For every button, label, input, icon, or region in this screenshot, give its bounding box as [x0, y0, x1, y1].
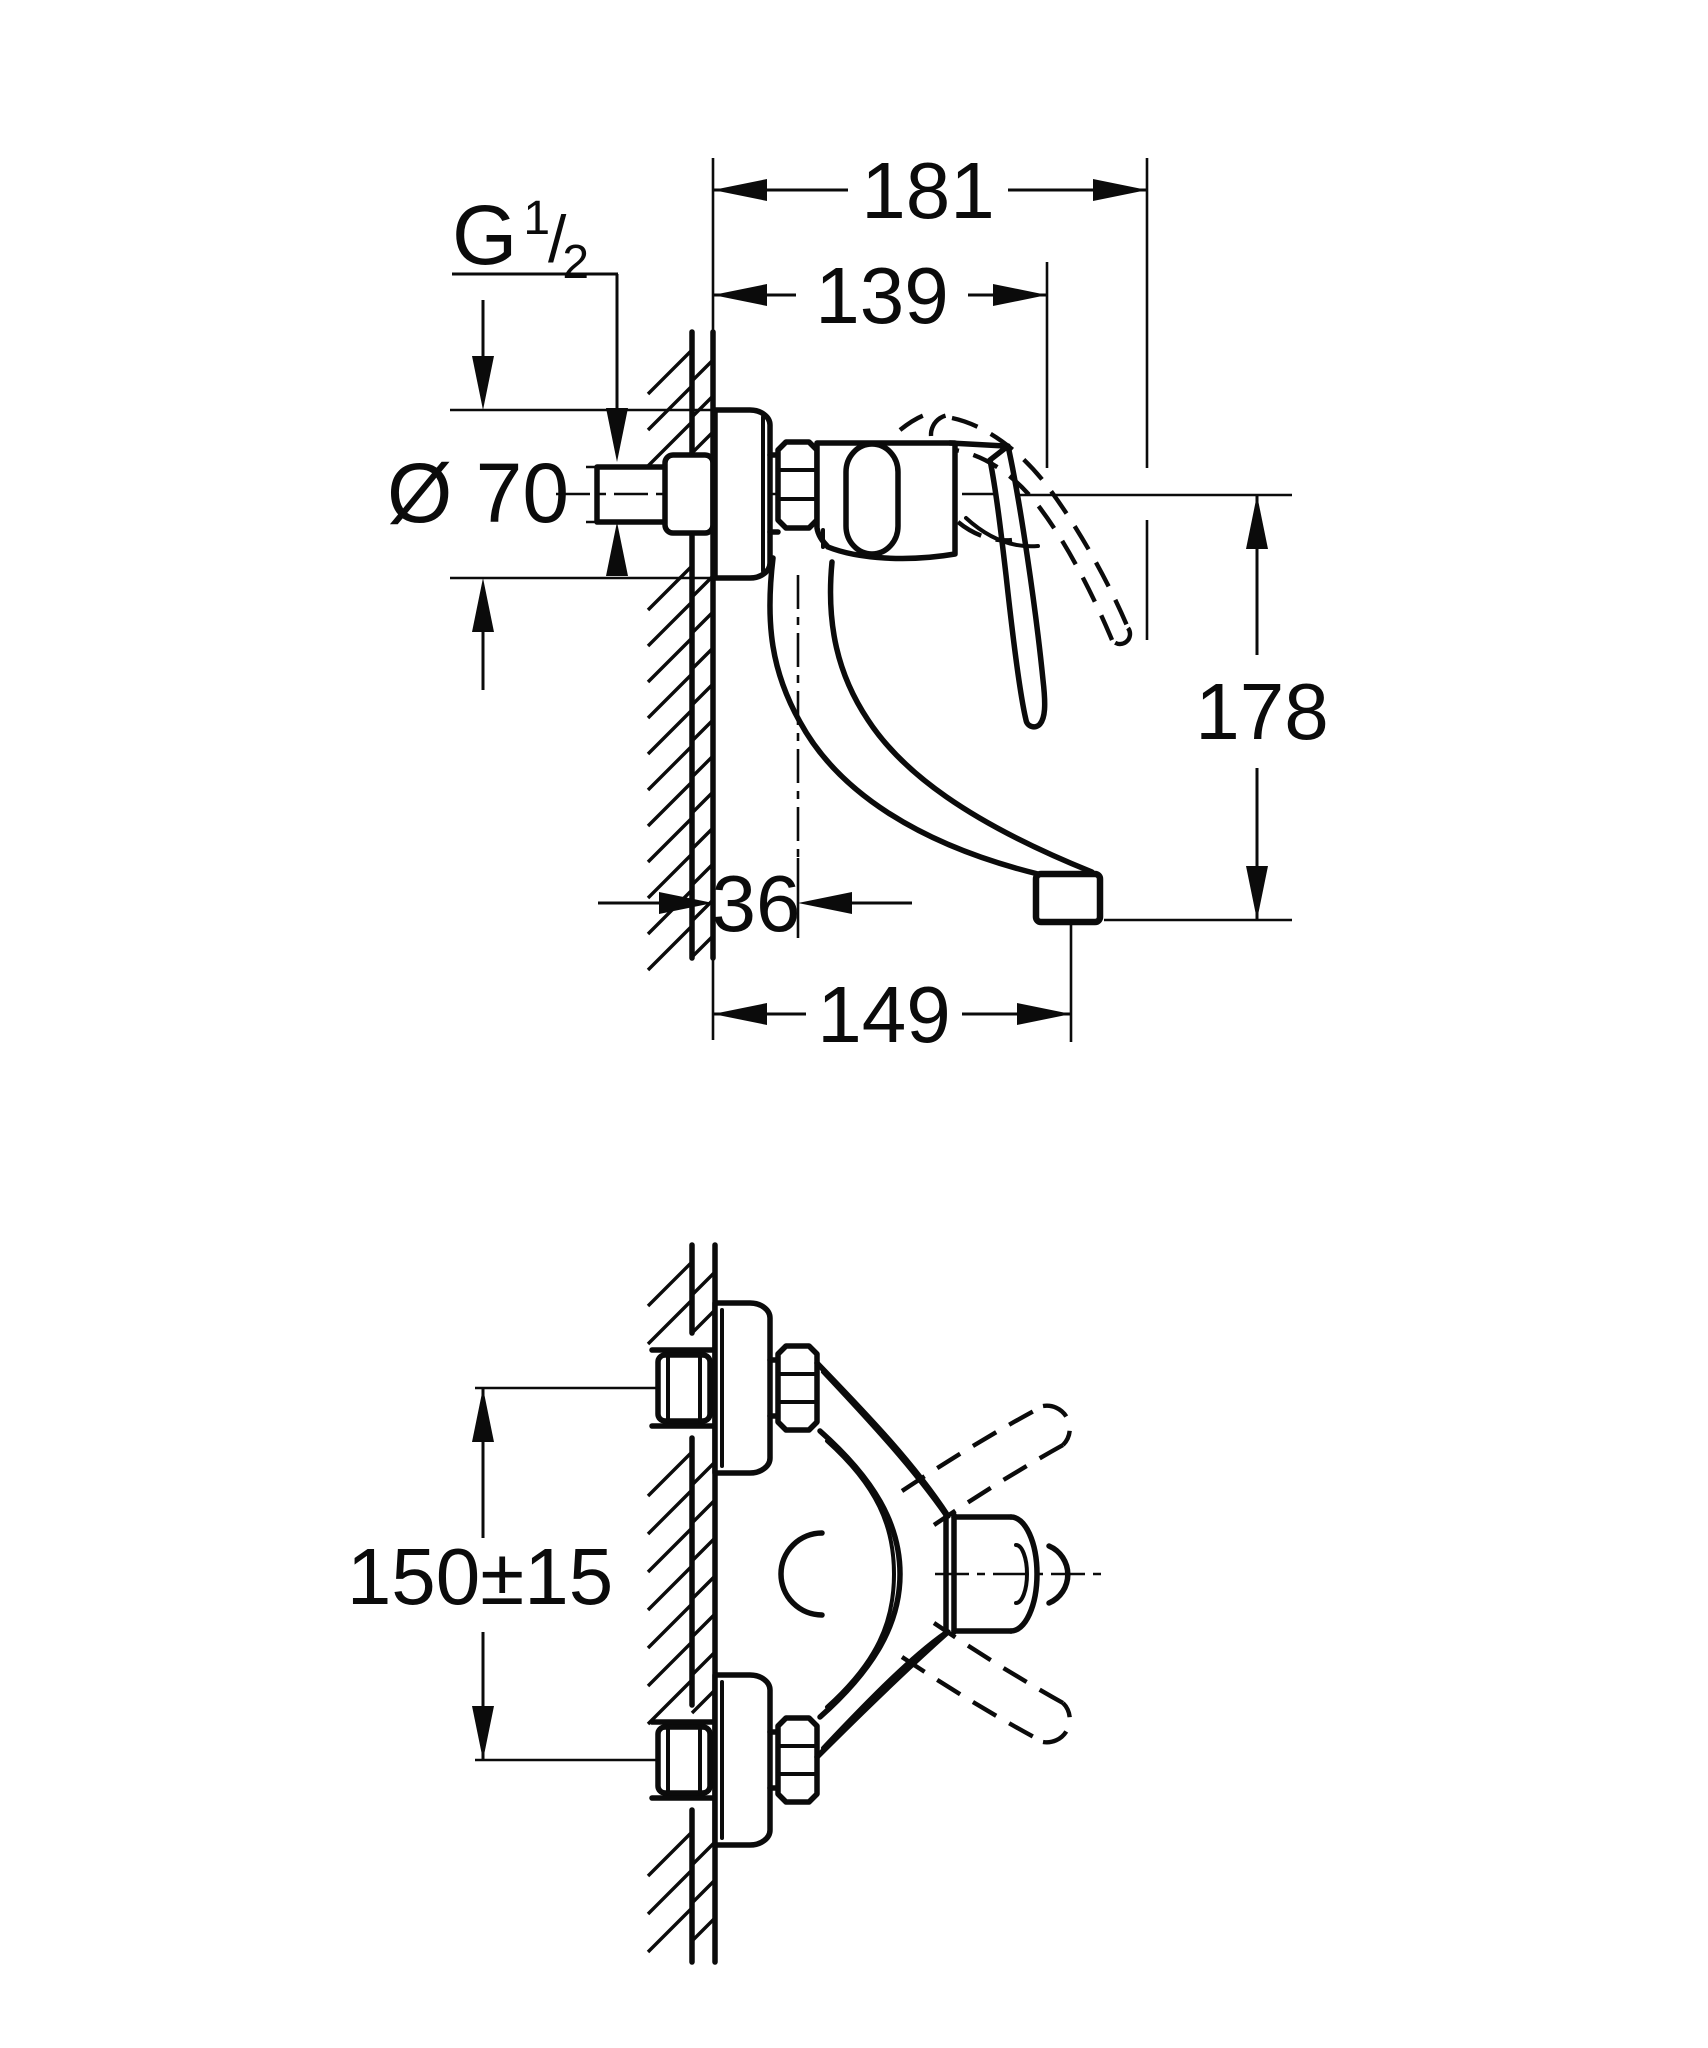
- g-half-leader: [452, 272, 619, 408]
- plan-wall-hatching: [646, 1260, 717, 1954]
- dim-178-label: 178: [1195, 667, 1328, 756]
- dim-178: 178: [1195, 495, 1329, 920]
- union-nut: [662, 452, 716, 536]
- dim-150: 150±15: [347, 1388, 613, 1760]
- upper-hex-nut: [775, 1343, 820, 1433]
- lever-knob-plan: [1046, 1543, 1071, 1606]
- dim-150-arrow-down: [472, 1706, 494, 1760]
- dim-139-label: 139: [815, 251, 948, 340]
- dia70-arrow-up: [472, 578, 494, 632]
- hex-nut-facets: [776, 468, 819, 501]
- plan-body: [778, 1360, 1071, 1760]
- ext-inlet-centers: [475, 1386, 638, 1762]
- dim-139-arrow-left: [713, 284, 767, 306]
- upper-hex-facets: [776, 1372, 819, 1404]
- mixer-body: [814, 440, 958, 562]
- raised-lever-top-edge: [951, 415, 1131, 629]
- pipe-outline: [594, 464, 671, 525]
- dim-dia70: Ø 70: [387, 300, 569, 690]
- plan-lever-dashed: [900, 1403, 1072, 1745]
- dim-149-arrow-right: [1017, 1003, 1071, 1025]
- lever-handle: [947, 440, 1048, 730]
- spout: [767, 555, 1104, 926]
- dim-139: 139: [713, 251, 1047, 340]
- upper-square-nut: [655, 1352, 713, 1424]
- upper-flange: [712, 1300, 773, 1476]
- lever-up-edge2: [932, 1443, 1065, 1527]
- lower-flange: [712, 1672, 773, 1848]
- plan-view: 150±15: [347, 1242, 1102, 1965]
- spout-tube-plan: [778, 1530, 825, 1618]
- hex-nut-outline: [775, 439, 820, 531]
- dia70-label: Ø 70: [387, 446, 569, 540]
- raised-lever-tip: [1110, 626, 1133, 647]
- dim-150-label: 150±15: [347, 1532, 613, 1621]
- g-half-arrow-down: [606, 408, 628, 462]
- lever-blade: [987, 443, 1048, 730]
- lever-up-edge1: [900, 1404, 1045, 1493]
- lever-down-cap: [1042, 1701, 1072, 1745]
- dim-149-label: 149: [817, 970, 950, 1059]
- dim-36-arrow-left: [659, 892, 713, 914]
- cartridge-dome: [843, 441, 901, 557]
- cartridge-base-lines: [943, 1512, 957, 1635]
- dim-150-arrow-up: [472, 1388, 494, 1442]
- dim-181-label: 181: [861, 146, 994, 235]
- g-half-arrow-up: [606, 522, 628, 576]
- dim-149: 149: [713, 970, 1071, 1059]
- lower-inlet: [649, 1672, 820, 1848]
- cartridge-cap: [1008, 1514, 1040, 1634]
- wall-hatching: [646, 348, 715, 972]
- dim-149-arrow-left: [713, 1003, 767, 1025]
- lower-hex-facets: [776, 1744, 819, 1776]
- lever-down-edge1: [900, 1655, 1045, 1744]
- raised-lever-skirt-hidden: [956, 520, 1013, 543]
- dim-178-arrow-up: [1246, 495, 1268, 549]
- dim-178-arrow-down: [1246, 866, 1268, 920]
- upper-inlet: [649, 1300, 820, 1476]
- spout-outer-wall: [767, 555, 1041, 877]
- body-top-edge: [814, 1360, 951, 1519]
- lever-cap-top: [947, 440, 1008, 449]
- lower-washer-lines: [649, 1719, 719, 1801]
- body-left-silhouette-inner: [825, 1439, 897, 1709]
- lever-down-edge2: [932, 1621, 1065, 1705]
- dim-36: 36: [598, 859, 912, 948]
- dim-181-arrow-right: [1093, 179, 1147, 201]
- dia70-arrow-down: [472, 356, 494, 410]
- s-union-nut: [767, 439, 820, 535]
- cartridge-cap-inner: [1014, 1543, 1029, 1605]
- lever-up-cap: [1042, 1403, 1072, 1447]
- lower-square-nut: [655, 1724, 713, 1796]
- dim-181-arrow-left: [713, 179, 767, 201]
- body-bottom-edge-inner: [821, 1630, 948, 1750]
- lever-raised-dashed: [898, 409, 1133, 647]
- raised-lever-bottom-edge: [954, 447, 1115, 641]
- side-view: 181 139 G1/2 Ø 70 36: [387, 146, 1329, 1059]
- lower-nut-faces: [666, 1725, 702, 1795]
- dim-181: 181: [713, 146, 1147, 235]
- dim-36-arrow-right: [798, 892, 852, 914]
- body-bottom-edge: [814, 1629, 951, 1760]
- upper-washer-lines: [649, 1347, 719, 1429]
- raised-lever-grip-edge: [898, 409, 936, 432]
- escutcheon-flange: [712, 407, 773, 581]
- dim-139-arrow-right: [993, 284, 1047, 306]
- cartridge-cylinder: [951, 1514, 1014, 1634]
- body-left-silhouette: [817, 1428, 903, 1720]
- inlet-centerlines: [638, 1386, 722, 1762]
- upper-nut-faces: [666, 1353, 702, 1423]
- spout-inner-wall: [827, 559, 1095, 875]
- body-top-edge-inner: [821, 1370, 948, 1518]
- dim-36-label: 36: [712, 859, 801, 948]
- raised-lever-grip-cap: [928, 412, 961, 437]
- lower-hex-nut: [775, 1715, 820, 1805]
- spout-outlet: [1032, 870, 1104, 926]
- wall-section: [646, 329, 716, 972]
